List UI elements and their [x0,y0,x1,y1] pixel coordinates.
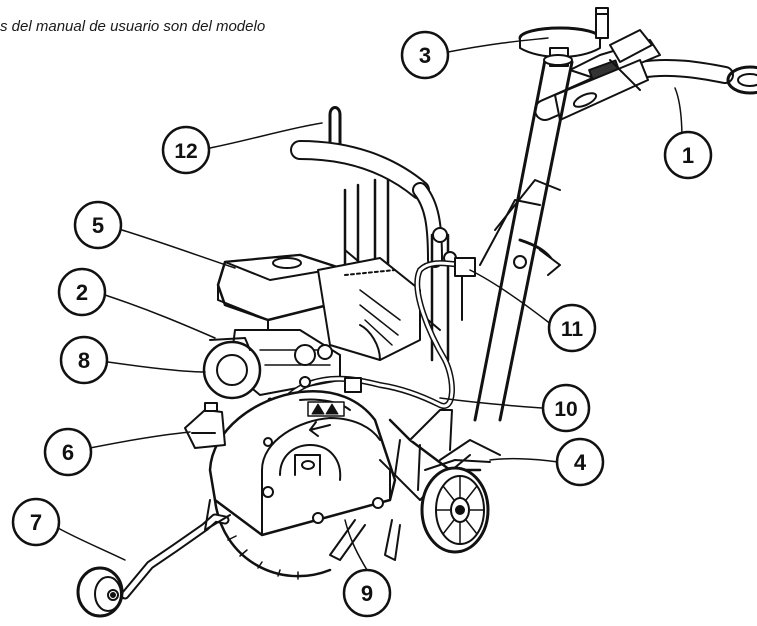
rear-wheel [420,459,491,554]
callout-label: 12 [174,140,197,163]
leader-lines [57,37,683,571]
callout-8: 8 [59,335,109,385]
callout-1: 1 [663,130,713,180]
callout-9: 9 [342,568,392,618]
callout-11: 11 [547,303,597,353]
callout-3: 3 [400,30,450,80]
callout-7: 7 [11,497,61,547]
callout-10: 10 [541,383,591,433]
callout-12: 12 [161,125,211,175]
engine [202,253,421,400]
handlebar [534,29,757,121]
callout-5: 5 [73,200,123,250]
callout-6: 6 [43,427,93,477]
callout-4: 4 [555,437,605,487]
blade-guard [208,376,397,580]
callout-label: 4 [574,450,587,475]
callout-2: 2 [57,267,107,317]
callout-label: 3 [419,43,431,68]
callout-label: 5 [92,213,104,238]
main-column [473,54,574,422]
callout-label: 8 [78,348,90,373]
callout-label: 1 [682,143,694,168]
callout-label: 6 [62,440,74,465]
caption-text: s del manual de usuario son del modelo [0,18,266,35]
callout-label: 7 [30,510,42,535]
lifting-handle [290,106,457,362]
callout-label: 10 [554,398,577,421]
callout-label: 9 [361,581,373,606]
front-pointer [76,499,231,618]
callout-label: 2 [76,280,88,305]
callout-label: 11 [561,318,584,341]
front-bracket [184,402,226,449]
